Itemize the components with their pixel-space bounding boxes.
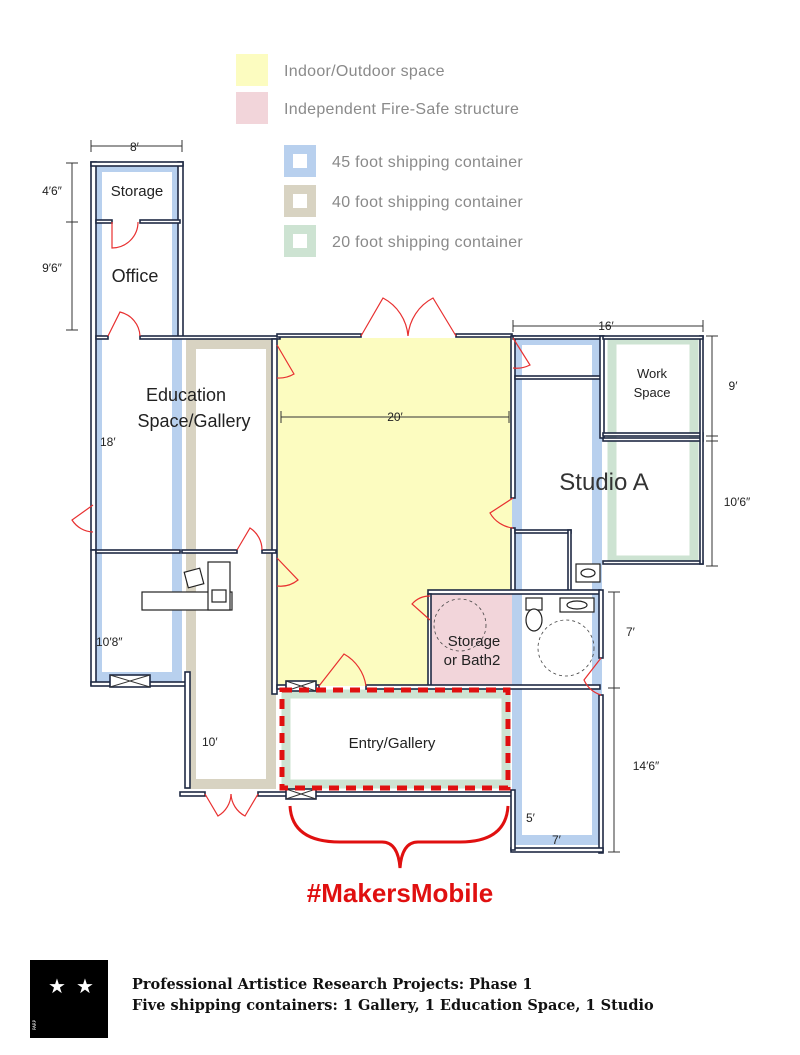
door-courtyard-left: [276, 344, 295, 379]
doors: [71, 221, 602, 817]
chair: [183, 567, 205, 589]
door-bottom-right: [230, 793, 259, 817]
brace: [288, 805, 510, 869]
container-20-workspace: [607, 335, 699, 565]
door-bath: [583, 657, 602, 696]
legend-label-fire-safe: Independent Fire-Safe structure: [284, 101, 519, 118]
toilet: [525, 597, 543, 611]
legend-swatch-fire-safe: [236, 92, 268, 124]
footer: ★ ★ PARP Professional Artistice Research…: [30, 960, 654, 1038]
room-label-storage: Storage: [111, 183, 164, 200]
room-label-studio-a: Studio A: [559, 469, 648, 496]
dim-small-5: 5′: [526, 811, 536, 825]
dim-top-width: 8′: [130, 140, 140, 154]
dim-storage-height: 4′6″: [42, 184, 63, 198]
legend: Indoor/Outdoor space Independent Fire-Sa…: [236, 54, 523, 257]
legend-label-20ft: 20 foot shipping container: [332, 234, 523, 251]
dim-lower-left-length: 10′8″: [96, 635, 123, 649]
dim-studio-width: 16′: [598, 319, 614, 333]
door-office: [107, 311, 141, 337]
dim-bath-height: 7′: [626, 625, 636, 639]
room-label-work-space-line1: Work: [637, 366, 668, 381]
storage-bath-area: [430, 594, 512, 686]
room-label-storage-bath-line2: or Bath2: [444, 652, 501, 669]
shower-clearance: [537, 619, 595, 677]
door-entry: [318, 653, 367, 687]
footer-line1: Professional Artistice Research Projects…: [132, 976, 533, 993]
dim-studio-height: 10′6″: [724, 495, 751, 509]
legend-label-40ft: 40 foot shipping container: [332, 194, 523, 211]
dim-lower-right-height: 14′6″: [633, 759, 660, 773]
door-studio: [489, 497, 514, 529]
bath-clearance: [433, 598, 487, 652]
dim-courtyard-width: 20′: [387, 410, 403, 424]
dim-education-length: 18′: [100, 435, 116, 449]
dim-small-7: 7′: [552, 833, 562, 847]
door-courtyard-top-right: [407, 297, 457, 337]
door-storage-bath: [411, 595, 431, 621]
legend-label-indoor-outdoor: Indoor/Outdoor space: [284, 63, 445, 80]
door-studio-top: [512, 337, 531, 369]
hashtag-title: #MakersMobile: [307, 878, 493, 908]
room-label-entry-gallery: Entry/Gallery: [349, 735, 436, 752]
door-courtyard-top-left: [360, 297, 409, 337]
fixtures: [141, 561, 601, 677]
walls: [90, 161, 704, 854]
door-education-left: [71, 504, 94, 533]
container-40-middle: [186, 339, 276, 789]
room-label-storage-bath-line1: Storage: [448, 633, 501, 650]
door-middle: [236, 527, 263, 551]
logo-text: PARP: [32, 1019, 37, 1030]
door-storage: [111, 221, 139, 249]
dim-office-height: 9′6″: [42, 261, 63, 275]
room-label-education-line2: Space/Gallery: [137, 411, 250, 431]
area-fills: [278, 338, 513, 686]
legend-label-45ft: 45 foot shipping container: [332, 154, 523, 171]
room-label-office: Office: [112, 266, 159, 286]
dim-work-space-height: 9′: [729, 379, 739, 393]
room-label-work-space-line2: Space: [634, 385, 671, 400]
star-icon: ★: [76, 974, 94, 998]
legend-swatch-indoor-outdoor: [236, 54, 268, 86]
room-label-education-line1: Education: [146, 385, 226, 405]
dim-narrow-10: 10′: [202, 735, 218, 749]
door-bottom-left: [204, 793, 232, 817]
footer-line2: Five shipping containers: 1 Gallery, 1 E…: [132, 997, 654, 1014]
door-courtyard-mid: [276, 557, 299, 587]
logo: [30, 960, 108, 1038]
makers-mobile-highlight: [279, 687, 511, 791]
star-icon: ★: [48, 974, 66, 998]
dimension-lines: [66, 140, 718, 853]
